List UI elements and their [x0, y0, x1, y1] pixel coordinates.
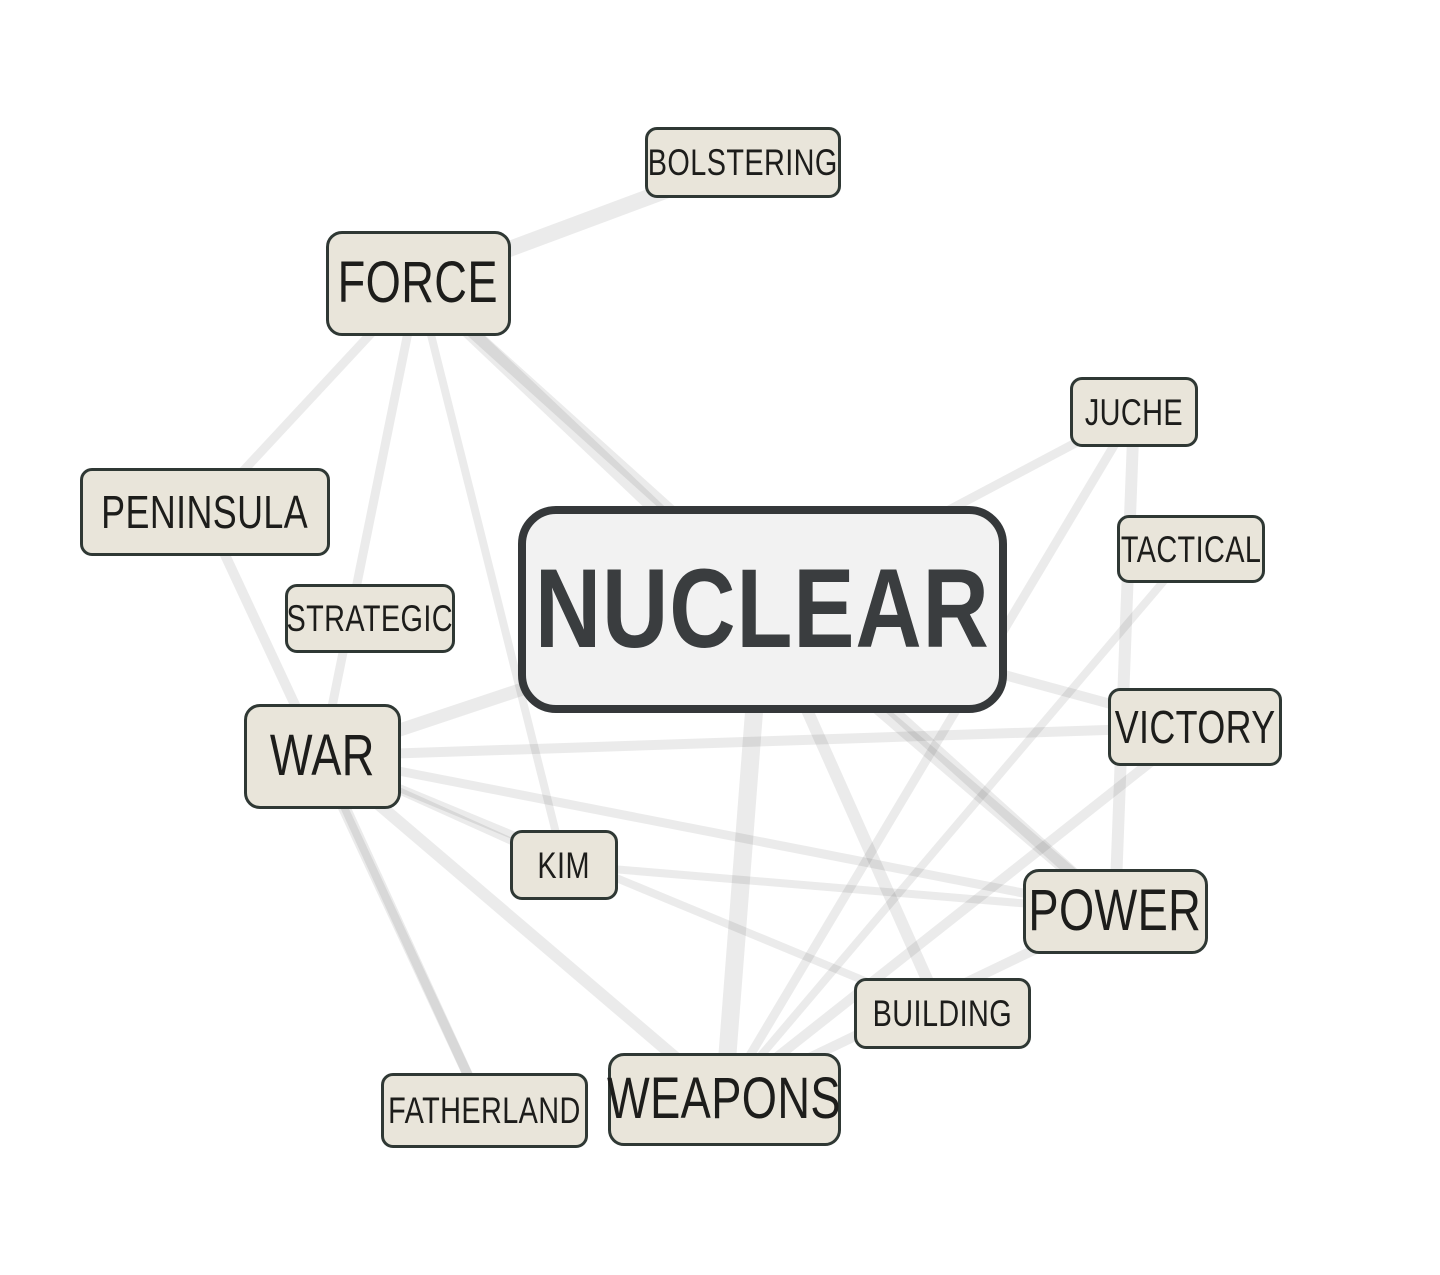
- node-label-juche: JUCHE: [1084, 391, 1184, 433]
- node-label-kim: KIM: [537, 844, 591, 886]
- node-fatherland[interactable]: FATHERLAND: [380, 1072, 588, 1148]
- node-label-tactical: TACTICAL: [1120, 528, 1262, 570]
- node-strategic[interactable]: STRATEGIC: [285, 583, 455, 653]
- edge-force-war: [317, 282, 423, 757]
- edge-tactical-weapons: [720, 546, 1195, 1102]
- edge-war-weapons: [318, 751, 728, 1104]
- edge-juche-weapons: [720, 409, 1138, 1102]
- node-peninsula[interactable]: PENINSULA: [80, 468, 330, 556]
- node-label-fatherland: FATHERLAND: [387, 1089, 581, 1131]
- node-kim[interactable]: KIM: [510, 830, 618, 900]
- node-weapons[interactable]: WEAPONS: [607, 1052, 841, 1146]
- edge-victory-weapons: [720, 723, 1199, 1103]
- edge-war-victory: [321, 722, 1196, 761]
- node-label-power: POWER: [1028, 878, 1202, 943]
- node-label-strategic: STRATEGIC: [286, 597, 454, 639]
- node-label-war: WAR: [269, 723, 375, 788]
- node-juche[interactable]: JUCHE: [1070, 377, 1198, 447]
- node-label-peninsula: PENINSULA: [101, 486, 309, 538]
- edge-peninsula-fatherland: [200, 509, 489, 1113]
- node-label-bolstering: BOLSTERING: [648, 141, 838, 183]
- node-label-nuclear: NUCLEAR: [534, 546, 990, 671]
- edge-juche-power: [1109, 411, 1140, 912]
- edge-war-fatherland: [317, 753, 489, 1113]
- edge-force-kim: [414, 282, 568, 866]
- node-label-building: BUILDING: [872, 992, 1012, 1034]
- node-victory[interactable]: VICTORY: [1108, 688, 1282, 766]
- node-nuclear[interactable]: NUCLEAR: [517, 505, 1007, 713]
- node-building[interactable]: BUILDING: [853, 977, 1031, 1049]
- edge-war-power: [321, 751, 1116, 916]
- node-force[interactable]: FORCE: [325, 230, 511, 336]
- node-bolstering[interactable]: BOLSTERING: [645, 126, 841, 198]
- node-war[interactable]: WAR: [243, 703, 401, 809]
- node-label-victory: VICTORY: [1114, 701, 1276, 753]
- node-label-weapons: WEAPONS: [607, 1066, 841, 1131]
- node-power[interactable]: POWER: [1022, 868, 1208, 954]
- node-label-force: FORCE: [337, 250, 499, 315]
- edge-war-building: [320, 752, 944, 1017]
- node-tactical[interactable]: TACTICAL: [1117, 515, 1265, 583]
